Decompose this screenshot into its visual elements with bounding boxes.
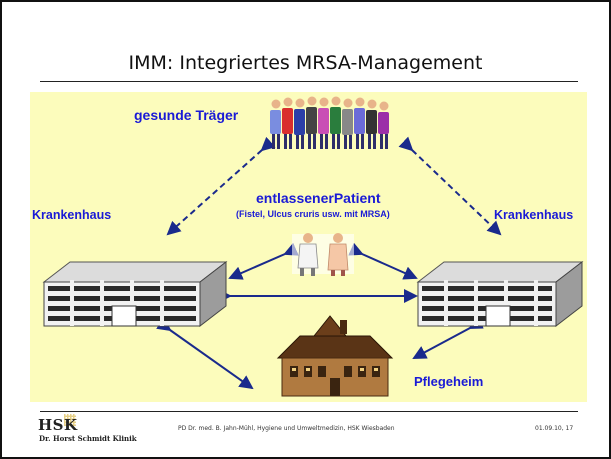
diagram-panel: gesunde Träger Krankenhaus Krankenhaus e…: [30, 92, 587, 402]
healthy-carriers-label: gesunde Träger: [134, 107, 239, 123]
doctor-patient-icon: [292, 233, 354, 276]
slide-title: IMM: Integriertes MRSA-Management: [128, 52, 483, 74]
logo-grid-icon: [64, 414, 76, 426]
arrow-patient-right-hospital: [348, 242, 418, 280]
arrow-carriers-right-hospital: [398, 136, 502, 236]
title-divider: [40, 81, 578, 82]
discharged-patient-detail: (Fistel, Ulcus cruris usw. mit MRSA): [236, 209, 390, 219]
diagram-graphics: [42, 96, 584, 397]
nursing-home-label: Pflegeheim: [414, 374, 484, 389]
hospital-left-icon: [42, 260, 228, 328]
arrow-carriers-left-hospital: [166, 136, 276, 236]
arrow-right-hospital-nursing-home: [412, 316, 484, 359]
hospital-right-icon: [416, 260, 584, 328]
arrow-left-hospital-nursing-home: [156, 317, 254, 390]
discharged-patient-label: entlassenerPatient: [256, 190, 381, 206]
logo-text: HSK: [38, 416, 78, 434]
footer-author: PD Dr. med. B. Jahn-Mühl, Hygiene und Um…: [178, 425, 395, 432]
arrow-patient-left-hospital: [228, 242, 299, 280]
hospital-left-label: Krankenhaus: [32, 208, 112, 222]
hsk-logo: HSK Dr. Horst Schmidt Klinik: [38, 414, 148, 450]
people-group-icon: [270, 96, 389, 149]
nursing-home-icon: [276, 315, 394, 397]
logo-subtext: Dr. Horst Schmidt Klinik: [39, 434, 137, 443]
hospital-right-label: Krankenhaus: [494, 208, 574, 222]
footer-divider: [40, 411, 578, 412]
footer-date: 01.09.10, 17: [535, 425, 574, 432]
